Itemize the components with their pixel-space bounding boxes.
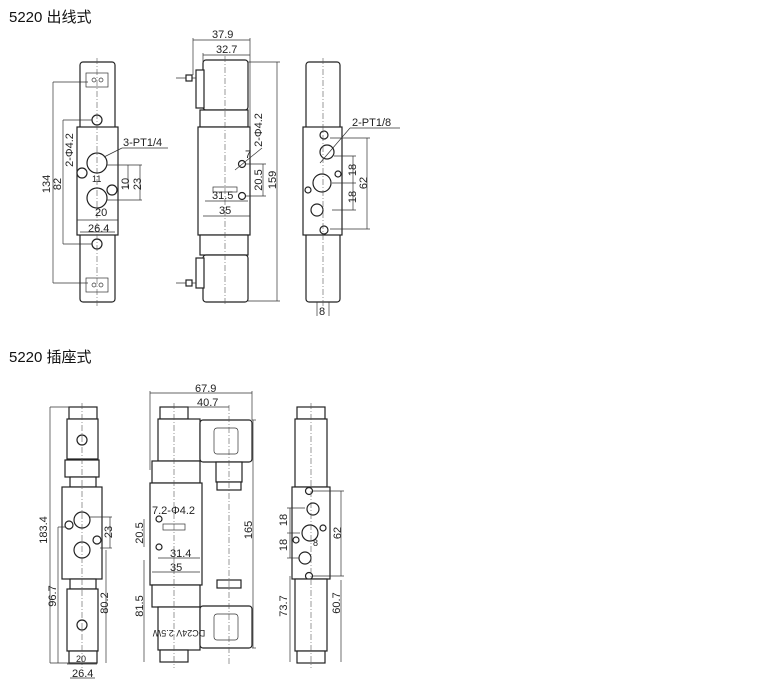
dim-183-4: 183.4 [38, 516, 50, 544]
dim-82: 82 [52, 178, 64, 190]
dim-73-7: 73.7 [278, 595, 290, 616]
dim-18-upper: 18 [347, 164, 359, 176]
dim-62-socket: 62 [332, 527, 344, 539]
dim-8: 8 [319, 306, 325, 318]
dim-35-socket: 35 [170, 562, 182, 574]
dim-20-5: 20.5 [253, 169, 265, 190]
socket-back-view [287, 403, 344, 668]
dim-20-5-socket: 20.5 [134, 522, 146, 543]
dim-31-5: 31.5 [212, 190, 233, 202]
dim-18-lower: 18 [347, 191, 359, 203]
dim-159: 159 [267, 171, 279, 189]
dim-37-9: 37.9 [212, 29, 233, 41]
dim-18-upper-socket: 18 [278, 514, 290, 526]
dim-26-4-socket: 26.4 [72, 668, 93, 680]
wired-front-view [52, 58, 168, 306]
dim-31-4: 31.4 [170, 548, 191, 560]
dim-134: 134 [41, 175, 53, 193]
dim-10: 10 [120, 178, 132, 190]
dim-96-7: 96.7 [47, 585, 59, 606]
section-title-socket: 5220 插座式 [9, 349, 92, 366]
dim-67-9: 67.9 [195, 383, 216, 395]
dim-3-pt1-4: 3-PT1/4 [123, 137, 162, 149]
dim-2-phi-4-2-side: 2-Φ4.2 [253, 113, 265, 147]
dim-165: 165 [243, 521, 255, 539]
dim-80-2: 80.2 [99, 592, 111, 613]
dim-26-4: 26.4 [88, 223, 109, 235]
dim-18-lower-socket: 18 [278, 539, 290, 551]
dim-23: 23 [132, 178, 144, 190]
coil-rating-label: DC24V 2.5W [152, 628, 205, 638]
dim-35: 35 [219, 205, 231, 217]
dim-23-socket: 23 [103, 526, 115, 538]
dim-20: 20 [95, 207, 107, 219]
dim-11: 11 [92, 174, 101, 184]
dim-8-socket: 8 [313, 538, 318, 548]
dim-81-5: 81.5 [134, 595, 146, 616]
socket-side-view [143, 391, 256, 668]
wired-side-view [176, 38, 280, 306]
wired-back-view [302, 58, 400, 316]
dim-7-2-phi-4-2: 7.2-Φ4.2 [152, 505, 195, 517]
section-title-wired: 5220 出线式 [9, 9, 92, 26]
socket-front-view [49, 403, 112, 679]
dim-40-7: 40.7 [197, 397, 218, 409]
dim-60-7: 60.7 [331, 592, 343, 613]
dim-20-socket: 20 [76, 654, 86, 664]
dim-2-phi-4-2: 2-Φ4.2 [64, 133, 76, 167]
dim-2-pt1-8: 2-PT1/8 [352, 117, 391, 129]
dim-32-7: 32.7 [216, 44, 237, 56]
dim-7: 7 [245, 149, 251, 161]
dim-62: 62 [358, 177, 370, 189]
